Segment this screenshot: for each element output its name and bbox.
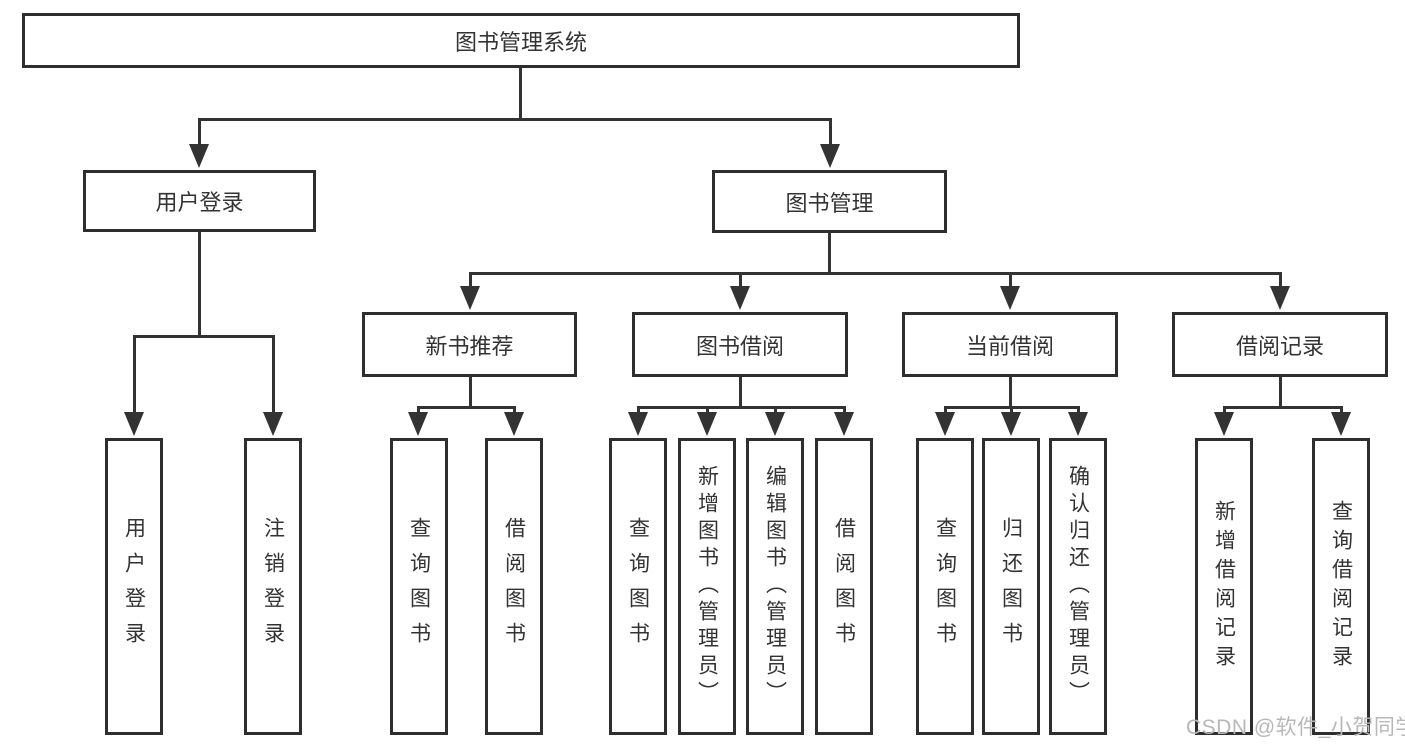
- connector-bookmgmt-stem: [828, 233, 831, 272]
- leaf-return-books-label: 归还图书: [999, 516, 1023, 657]
- connector-bookmgmt-drop-3: [1009, 272, 1012, 292]
- arrow-down-icon: [263, 412, 283, 436]
- leaf-edit-books-admin: 编辑图书（管理员）: [746, 438, 804, 735]
- node-book-management: 图书管理: [712, 170, 947, 233]
- connector-userlogin-drop-1: [133, 335, 136, 418]
- arrow-down-icon: [1068, 412, 1088, 436]
- arrow-down-icon: [820, 144, 840, 168]
- connector-root-stem: [519, 68, 522, 118]
- connector-bookmgmt-drop-2: [739, 272, 742, 292]
- node-new-book-recommend-label: 新书推荐: [425, 333, 514, 359]
- connector-newbooks-bar: [418, 406, 516, 409]
- leaf-confirm-return-admin-label: 确认归还（管理员）: [1066, 465, 1090, 708]
- csdn-watermark: CSDN @软件_小贺同学: [1186, 716, 1405, 739]
- arrow-down-icon: [408, 412, 428, 436]
- connector-current-stem: [1009, 377, 1012, 406]
- leaf-add-books-admin-label: 新增图书（管理员）: [695, 465, 719, 708]
- leaf-query-books-borrow: 查询图书: [609, 438, 667, 735]
- leaf-add-borrow-record: 新增借阅记录: [1195, 438, 1253, 735]
- leaf-logout-login: 注销登录: [244, 438, 302, 735]
- connector-current-drop-1: [944, 406, 947, 416]
- connector-borrow-drop-2: [706, 406, 709, 416]
- arrow-down-icon: [189, 144, 209, 168]
- leaf-borrow-books-borrow-label: 借阅图书: [832, 516, 856, 657]
- node-current-borrow: 当前借阅: [902, 312, 1118, 377]
- arrow-down-icon: [628, 412, 648, 436]
- node-current-borrow-label: 当前借阅: [965, 333, 1054, 359]
- connector-root-drop-right: [829, 118, 832, 150]
- connector-current-drop-3: [1077, 406, 1080, 416]
- node-root: 图书管理系统: [22, 13, 1020, 68]
- leaf-user-login-label: 用户登录: [122, 516, 146, 657]
- node-new-book-recommend: 新书推荐: [362, 312, 577, 377]
- connector-bookmgmt-drop-1: [469, 272, 472, 292]
- connector-bookmgmt-bar: [469, 272, 1282, 275]
- connector-bookmgmt-drop-4: [1279, 272, 1282, 292]
- node-user-login-label: 用户登录: [155, 190, 244, 215]
- arrow-down-icon: [834, 412, 854, 436]
- connector-newbooks-drop-2: [513, 406, 516, 416]
- connector-borrow-drop-3: [774, 406, 777, 416]
- node-book-borrow: 图书借阅: [632, 312, 848, 377]
- arrow-down-icon: [504, 412, 524, 436]
- leaf-return-books: 归还图书: [982, 438, 1040, 735]
- leaf-add-borrow-record-label: 新增借阅记录: [1212, 499, 1236, 674]
- leaf-query-books-current-label: 查询图书: [933, 516, 957, 657]
- connector-borrow-drop-1: [637, 406, 640, 416]
- arrow-down-icon: [730, 286, 750, 310]
- connector-userlogin-drop-2: [272, 335, 275, 418]
- leaf-query-borrow-record-label: 查询借阅记录: [1329, 499, 1353, 674]
- arrow-down-icon: [1000, 286, 1020, 310]
- arrow-down-icon: [1001, 412, 1021, 436]
- arrow-down-icon: [935, 412, 955, 436]
- arrow-down-icon: [460, 286, 480, 310]
- connector-newbooks-drop-1: [417, 406, 420, 416]
- leaf-query-books-current: 查询图书: [916, 438, 974, 735]
- connector-userlogin-bar: [133, 335, 274, 338]
- arrow-down-icon: [697, 412, 717, 436]
- node-book-borrow-label: 图书借阅: [695, 333, 784, 359]
- node-borrow-records-label: 借阅记录: [1235, 333, 1324, 359]
- connector-root-bar: [198, 118, 832, 121]
- connector-current-drop-2: [1010, 406, 1013, 416]
- leaf-add-books-admin: 新增图书（管理员）: [678, 438, 736, 735]
- connector-records-stem: [1279, 377, 1282, 406]
- leaf-edit-books-admin-label: 编辑图书（管理员）: [763, 465, 787, 708]
- leaf-logout-login-label: 注销登录: [261, 516, 285, 657]
- arrow-down-icon: [765, 412, 785, 436]
- connector-records-drop-1: [1223, 406, 1226, 416]
- connector-root-drop-left: [198, 118, 201, 150]
- arrow-down-icon: [1214, 412, 1234, 436]
- leaf-query-books-newbooks-label: 查询图书: [407, 516, 431, 657]
- node-borrow-records: 借阅记录: [1172, 312, 1388, 377]
- leaf-borrow-books-newbooks: 借阅图书: [485, 438, 543, 735]
- leaf-confirm-return-admin: 确认归还（管理员）: [1049, 438, 1107, 735]
- connector-userlogin-stem: [198, 232, 201, 335]
- node-book-management-label: 图书管理: [785, 190, 874, 216]
- connector-newbooks-stem: [469, 377, 472, 406]
- leaf-query-books-newbooks: 查询图书: [390, 438, 448, 735]
- leaf-query-books-borrow-label: 查询图书: [626, 516, 650, 657]
- arrow-down-icon: [124, 412, 144, 436]
- leaf-user-login: 用户登录: [105, 438, 163, 735]
- leaf-query-borrow-record: 查询借阅记录: [1312, 438, 1370, 735]
- arrow-down-icon: [1331, 412, 1351, 436]
- connector-borrow-bar: [637, 406, 846, 409]
- leaf-borrow-books-newbooks-label: 借阅图书: [502, 516, 526, 657]
- node-root-label: 图书管理系统: [454, 29, 587, 55]
- node-user-login: 用户登录: [83, 170, 316, 232]
- leaf-borrow-books-borrow: 借阅图书: [815, 438, 873, 735]
- arrow-down-icon: [1270, 286, 1290, 310]
- connector-records-bar: [1223, 406, 1343, 409]
- connector-borrow-drop-4: [843, 406, 846, 416]
- connector-borrow-stem: [739, 377, 742, 406]
- connector-records-drop-2: [1340, 406, 1343, 416]
